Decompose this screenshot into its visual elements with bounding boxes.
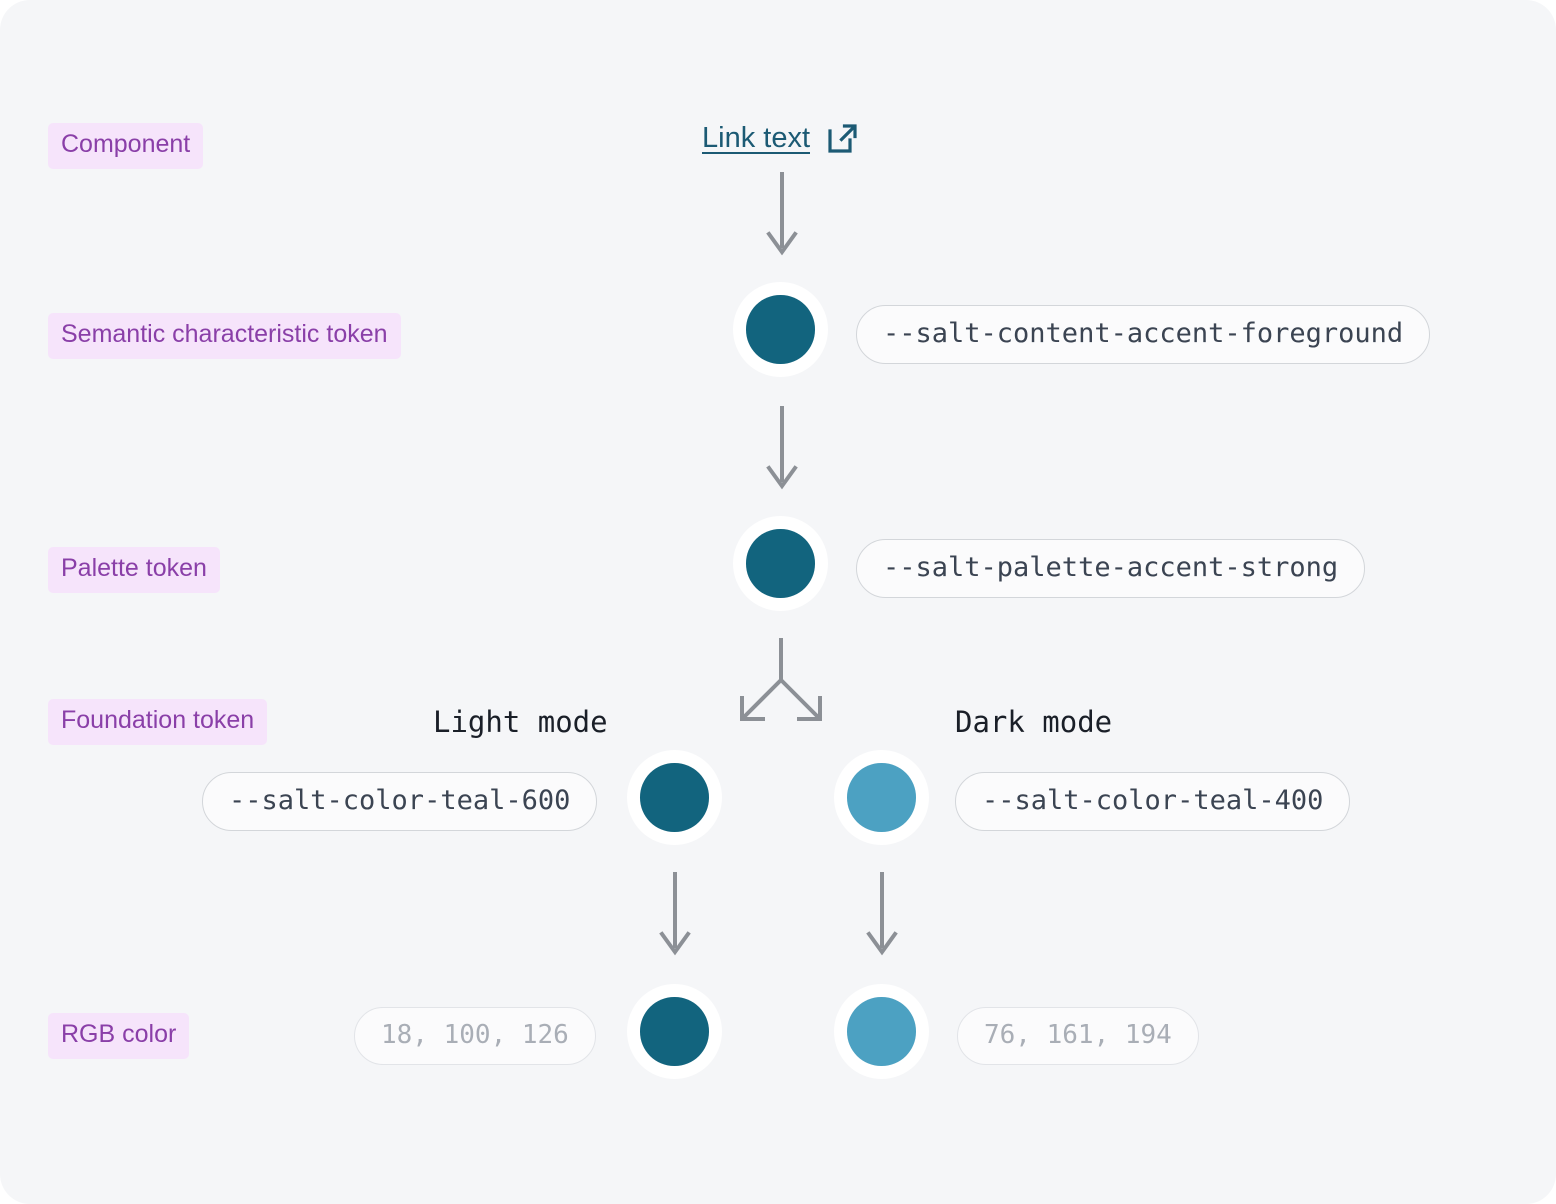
swatch-rgb-dark: [834, 984, 929, 1079]
row-label-palette-text: Palette token: [48, 547, 220, 593]
row-label-component-text: Component: [48, 123, 204, 169]
rgb-pill-dark-text: 76, 161, 194: [957, 1007, 1199, 1065]
swatch-rgb-light: [627, 984, 722, 1079]
swatch-foundation-light: [627, 750, 722, 845]
token-pill-foundation-dark-text[interactable]: --salt-color-teal-400: [955, 772, 1351, 831]
link-text-label[interactable]: Link text: [702, 122, 810, 154]
token-pill-palette[interactable]: --salt-palette-accent-strong: [856, 539, 1366, 598]
swatch-palette: [733, 516, 828, 611]
swatch-semantic-color: [746, 295, 815, 364]
swatch-rgb-dark-color: [847, 997, 916, 1066]
caption-light-mode: Light mode: [433, 705, 608, 739]
swatch-rgb-light-color: [640, 997, 709, 1066]
arrow-branch-palette-to-foundation: [733, 638, 829, 728]
row-label-foundation: Foundation token: [48, 699, 268, 745]
caption-dark-mode: Dark mode: [955, 705, 1113, 739]
row-label-rgb: RGB color: [48, 1013, 190, 1059]
rgb-pill-light-text: 18, 100, 126: [354, 1007, 596, 1065]
arrow-foundation-dark-to-rgb: [866, 872, 898, 958]
token-pill-foundation-light-text[interactable]: --salt-color-teal-600: [202, 772, 598, 831]
token-pill-foundation-dark[interactable]: --salt-color-teal-400: [955, 772, 1351, 831]
arrow-component-to-semantic: [766, 172, 798, 258]
token-pill-foundation-light[interactable]: --salt-color-teal-600: [202, 772, 598, 831]
swatch-palette-color: [746, 529, 815, 598]
swatch-foundation-light-color: [640, 763, 709, 832]
row-label-component: Component: [48, 123, 204, 169]
swatch-semantic: [733, 282, 828, 377]
token-pill-palette-text[interactable]: --salt-palette-accent-strong: [856, 539, 1366, 598]
rgb-pill-light: 18, 100, 126: [354, 1007, 596, 1065]
token-pill-semantic-text[interactable]: --salt-content-accent-foreground: [856, 305, 1431, 364]
arrow-semantic-to-palette: [766, 406, 798, 492]
component-link[interactable]: Link text: [702, 122, 858, 155]
row-label-semantic: Semantic characteristic token: [48, 313, 401, 359]
row-label-palette: Palette token: [48, 547, 220, 593]
row-label-semantic-text: Semantic characteristic token: [48, 313, 401, 359]
row-label-rgb-text: RGB color: [48, 1013, 190, 1059]
row-label-foundation-text: Foundation token: [48, 699, 268, 745]
swatch-foundation-dark-color: [847, 763, 916, 832]
token-pill-semantic[interactable]: --salt-content-accent-foreground: [856, 305, 1431, 364]
arrow-foundation-light-to-rgb: [659, 872, 691, 958]
rgb-pill-dark: 76, 161, 194: [957, 1007, 1199, 1065]
swatch-foundation-dark: [834, 750, 929, 845]
external-link-icon: [827, 123, 858, 154]
